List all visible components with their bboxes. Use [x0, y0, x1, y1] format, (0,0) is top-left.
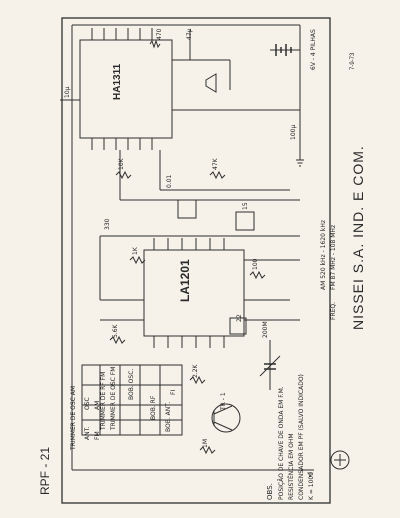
- ic-ha1311-pins: [91, 28, 153, 150]
- value-label: 100µ: [290, 124, 297, 140]
- notes-line-4: K = 1000: [308, 471, 315, 500]
- value-label: 330: [104, 218, 111, 230]
- value-label: 22: [236, 314, 243, 322]
- if-transformer-2: [235, 211, 255, 231]
- bobina-rf-label: BOB. RF: [150, 395, 157, 420]
- notes-line-2: RESISTÊNCIA EM OHM: [288, 433, 295, 500]
- osc-label: OSC: [84, 397, 91, 410]
- value-label: 10µ: [64, 86, 71, 98]
- value-label: 2.2K: [192, 364, 199, 378]
- ground-symbol: [296, 159, 304, 167]
- value-label: 1M: [202, 439, 209, 448]
- freq-label: FREQ.: [330, 301, 337, 320]
- value-label: 200M: [262, 321, 269, 338]
- notes-line-1: POSIÇÃO DE CHAVE DE ONDA EM F.M.: [278, 386, 285, 500]
- band-switch-block: [81, 364, 183, 436]
- resistor: [249, 270, 266, 280]
- ic-fm-am-label: LA1201: [178, 259, 192, 302]
- outer-frame: [61, 17, 331, 504]
- ic-ha1311-body: [79, 39, 173, 139]
- ic-la1201-body: [143, 249, 245, 337]
- notes-line-3: CONDENSADOR EM PF (SALVO INDICADO): [298, 374, 305, 500]
- value-label: 47µ: [186, 28, 193, 40]
- ground-symbol: [306, 469, 314, 477]
- transistor-label: TR - 1: [220, 392, 227, 410]
- am-label: AM: [94, 400, 101, 410]
- value-label: 5.6K: [112, 324, 119, 338]
- resistor: [115, 170, 132, 180]
- model-number: RPF - 21: [38, 446, 52, 495]
- speaker-icon: [205, 73, 217, 93]
- transistor-tr1: [211, 403, 241, 433]
- fi-label: FI: [170, 389, 177, 395]
- resistor: [199, 445, 216, 455]
- band-fm-label: FM 87 MHz - 108 MHz: [330, 224, 337, 290]
- notes-title: OBS.: [266, 483, 274, 500]
- value-label: 47K: [212, 158, 219, 170]
- variable-cap-arrow: [259, 355, 281, 377]
- bobina-osc-label: BOB. OSC.: [128, 368, 135, 400]
- resistor: [189, 375, 206, 385]
- battery-label: 6V - 4 PILHAS: [310, 29, 317, 70]
- drawing-date: 7-9-73: [350, 52, 356, 70]
- fm-label: FM: [94, 431, 101, 440]
- resistor: [149, 39, 161, 49]
- ant-label: ANT.: [84, 426, 91, 440]
- if-transformer-1: [177, 199, 197, 219]
- trimmer-osc-fm-label: TRIMMER DE OSC FM: [110, 366, 117, 430]
- bobina-ant-label: BOB. ANT.: [165, 401, 172, 432]
- trimmer-osc-am-label: TRIMMER DE OSC AM: [70, 385, 77, 450]
- ic-la1201-pins: [153, 238, 225, 348]
- if-transformer-3: [229, 317, 247, 335]
- value-label: 10K: [118, 158, 125, 170]
- value-label: 15: [242, 202, 249, 210]
- band-am-label: AM 520 kHz - 1620 kHz: [320, 220, 327, 290]
- mounting-mark: [330, 450, 350, 470]
- ic-audio-label: HA1311: [112, 63, 123, 100]
- value-label: 1K: [132, 247, 139, 255]
- resistor: [209, 170, 226, 180]
- value-label: 100: [252, 258, 259, 270]
- resistor: [129, 255, 146, 265]
- trimmer-rf-fm-label: TRIMMER DE RF FM: [100, 371, 107, 430]
- company-name: NISSEI S.A. IND. E COM.: [350, 145, 366, 330]
- resistor: [109, 335, 126, 345]
- value-label: 0.01: [166, 174, 173, 188]
- value-label: 470: [156, 28, 163, 40]
